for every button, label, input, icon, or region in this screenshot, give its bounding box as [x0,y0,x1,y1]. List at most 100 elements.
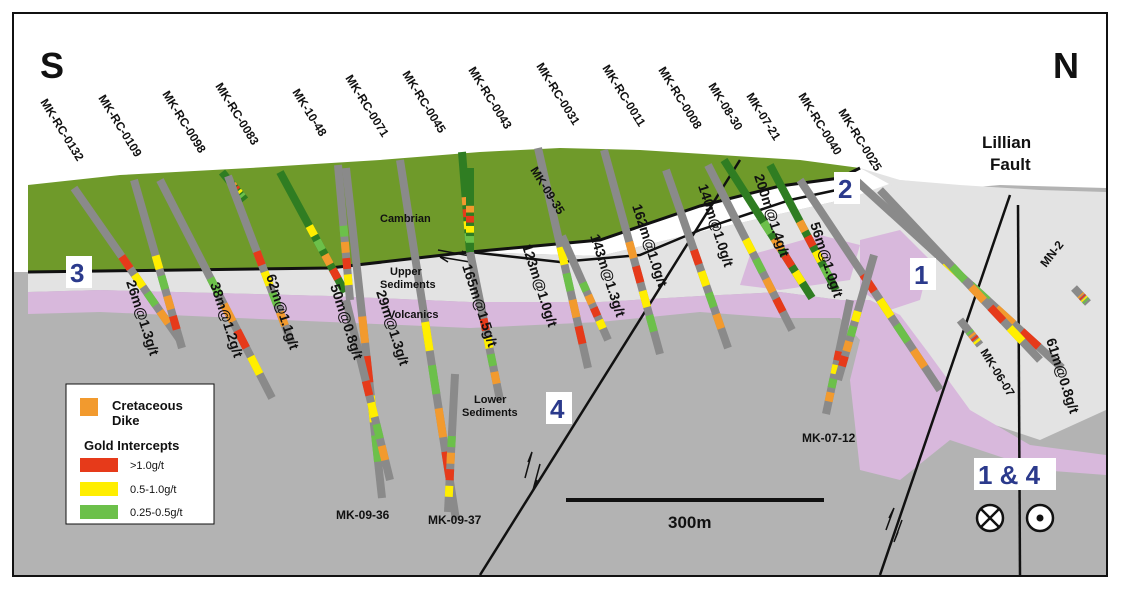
geology-layers [14,14,1106,575]
assay-interval [143,290,159,308]
assay-interval [305,224,318,238]
assay-interval [876,297,895,319]
legend-dike-line1: Cretaceous [112,398,183,413]
cambrian-label: Cambrian [380,213,431,225]
zone-14-box [974,458,1056,490]
assay-interval [760,219,775,236]
fault-slip-arrows-central [524,451,541,491]
fault-label-line1: Lillian [982,133,1031,152]
assay-interval [1006,324,1026,345]
assay-interval [220,302,237,324]
assay-interval [791,269,806,285]
lower-sediments-label-2: Sediments [462,407,518,419]
fault-slip-arrows-lillian [885,507,903,543]
fault-line-north [1016,204,1022,575]
legend-swatch-low [80,505,118,519]
volcanics-unit [28,290,1106,480]
assay-interval [247,354,264,376]
assay-interval [965,328,974,336]
legend-mid-label: 0.5-1.0g/t [130,484,176,496]
fault-line-central [478,159,742,575]
assay-interval [562,272,575,292]
assay-interval [486,353,498,367]
assay-interval [827,377,838,389]
thrust-arrow-bottom [439,256,471,263]
assay-interval [638,289,651,309]
assay-interval [842,340,854,353]
assay-interval [781,253,796,269]
zone-markers: 3 2 1 4 1 & 4 [66,172,1056,490]
assay-interval [490,371,501,385]
hole-label-0937: MK-09-37 [428,513,482,527]
assay-interval [595,318,607,331]
legend-swatch-mid [80,482,118,496]
assay-interval [804,234,817,249]
assay-interval [268,290,282,307]
lillian-fault-line [878,194,1012,575]
assay-interval [371,434,383,463]
north-label: N [1053,45,1079,86]
assay-interval [796,219,809,234]
assay-interval [1077,292,1085,299]
assay-interval [819,264,833,279]
assay-interval [343,273,353,286]
assay-interval [910,347,928,370]
assay-interval [446,452,456,464]
zone-1-label: 1 [914,260,928,290]
assay-interval [1019,328,1042,350]
assay-interval [772,296,787,314]
zone-14-label: 1 & 4 [978,460,1041,490]
assay-interval [427,364,441,395]
assay-interval [556,246,569,266]
assay-interval [893,322,912,344]
assay-interval [625,240,638,260]
assay-interval [568,298,581,319]
assay-interval [838,355,849,368]
legend-swatch-high [80,458,118,472]
assay-interval [770,236,785,252]
assay-interval [361,380,374,397]
assay-interval [157,274,170,291]
legend-swatch-dike [80,398,98,416]
assay-interval [1082,297,1090,305]
assay-interval [151,254,164,271]
fault-label-line2: Fault [990,155,1031,174]
assay-interval [131,272,147,290]
zone-4-label: 4 [550,394,565,424]
assay-interval [690,248,703,266]
assay-interval [1079,293,1087,301]
assay-interval [824,391,835,403]
assay-interval [970,334,979,342]
assay-interval [444,485,454,498]
assay-interval [260,270,274,287]
assay-interval [329,267,342,281]
figure-border [12,12,1108,577]
legend-title: Gold Intercepts [84,438,179,453]
assay-interval [377,444,390,462]
assay-interval [340,241,350,254]
zone-2-label: 2 [838,174,852,204]
zone-1-box [910,258,936,290]
upper-sediments-label-2: Sediments [380,279,436,291]
assay-interval [447,435,456,448]
assay-interval [742,237,757,255]
assay-interval [342,257,352,270]
hole-label-0936: MK-09-36 [336,508,390,522]
assay-interval [968,284,987,304]
assay-interval [584,293,596,306]
assay-interval [445,469,455,481]
assay-interval [367,401,379,418]
into-page-cross [980,508,1000,528]
assay-interval [987,304,1007,324]
assay-interval [321,252,334,267]
zone-3-box [66,256,92,288]
assay-interval [358,316,370,344]
surface-cover [860,168,1106,200]
out-of-page-dot [1036,514,1044,522]
assay-interval [574,325,587,345]
assay-interval [697,270,711,288]
assay-interval [372,423,384,440]
assay-interval [645,314,658,333]
